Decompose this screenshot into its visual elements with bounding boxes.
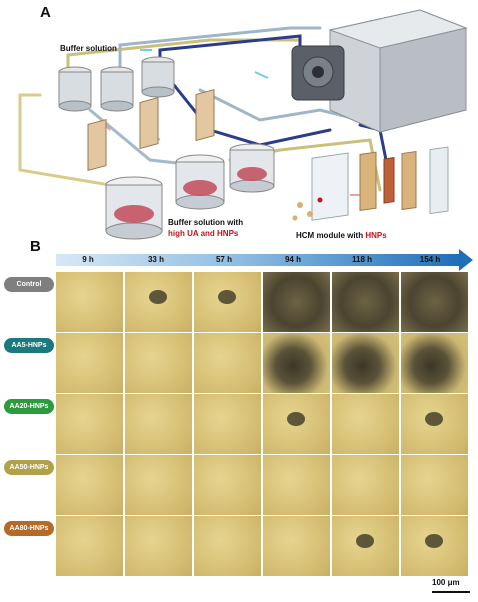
micrograph-tile <box>56 455 123 515</box>
panel-a-letter: A <box>40 4 51 21</box>
flow-module-3 <box>195 89 215 142</box>
scale-bar-label: 100 μm <box>432 578 460 587</box>
row-label-control: Control <box>4 277 54 292</box>
panel-b-letter: B <box>30 238 41 255</box>
micrograph-tile <box>401 394 468 454</box>
micrograph-tile <box>125 333 192 393</box>
scale-bar <box>432 591 470 593</box>
micrograph-tile <box>194 333 261 393</box>
micrograph-tile <box>332 516 399 576</box>
hnp-beaker-3 <box>229 143 275 193</box>
aggregate-blob <box>218 290 236 304</box>
row-label-aa20: AA20-HNPs <box>4 399 54 414</box>
time-axis-arrowhead <box>459 249 473 271</box>
micrograph-tile <box>125 455 192 515</box>
micrograph-tile <box>194 394 261 454</box>
flow-module-1 <box>87 118 107 172</box>
micrograph-tile <box>401 333 468 393</box>
micrograph-tile <box>263 333 330 393</box>
time-label-33h: 33 h <box>147 255 164 264</box>
time-label-9h: 9 h <box>82 255 94 264</box>
tube-navy-mid <box>168 78 332 147</box>
micrograph-tile <box>263 394 330 454</box>
micrograph-tile <box>125 394 192 454</box>
aggregate-blob <box>149 290 167 304</box>
micrograph-tile <box>56 394 123 454</box>
micrograph-tile <box>401 272 468 332</box>
aggregate-blob <box>356 534 374 548</box>
buffer-beaker-3 <box>141 56 175 98</box>
buffer-beaker-2 <box>100 66 134 112</box>
micrograph-tile <box>332 394 399 454</box>
flow-module-2 <box>139 97 159 150</box>
micrograph-tile <box>194 272 261 332</box>
time-axis-bar <box>56 254 460 266</box>
micrograph-tile <box>332 333 399 393</box>
label-hcm-module: HCM module with HNPs <box>296 231 387 240</box>
row-label-aa5: AA5-HNPs <box>4 338 54 353</box>
buffer-beaker-1 <box>58 66 92 112</box>
hcm-module <box>292 146 449 221</box>
peristaltic-pump <box>291 9 468 133</box>
label-buffer-solution-with: Buffer solution with <box>168 218 244 227</box>
micrograph-tile <box>401 455 468 515</box>
micrograph-tile <box>401 516 468 576</box>
setup-schematic <box>18 9 468 240</box>
micrograph-tile <box>263 455 330 515</box>
micrograph-tile <box>194 516 261 576</box>
aggregate-blob <box>287 412 305 426</box>
micrograph-tile <box>263 516 330 576</box>
micrograph-tile <box>332 272 399 332</box>
micrograph-tile <box>125 516 192 576</box>
tube-gray-top <box>118 26 322 70</box>
micrograph-tile <box>194 455 261 515</box>
row-label-aa80: AA80-HNPs <box>4 521 54 536</box>
row-label-aa50: AA50-HNPs <box>4 460 54 475</box>
tube-beige-left <box>18 93 112 187</box>
micrograph-tile <box>125 272 192 332</box>
micrograph-tile <box>56 333 123 393</box>
hnp-beaker-1 <box>105 176 163 240</box>
time-label-57h: 57 h <box>215 255 232 264</box>
hnp-beaker-2 <box>175 154 225 210</box>
micrograph-tile <box>332 455 399 515</box>
time-label-118h: 118 h <box>351 255 372 264</box>
label-hnps-red: HNPs <box>365 231 387 240</box>
micrograph-tile <box>56 272 123 332</box>
micrograph-tile <box>263 272 330 332</box>
label-hcm-module-text: HCM module with <box>296 231 364 240</box>
label-buffer-solution: Buffer solution <box>60 44 117 53</box>
time-label-154h: 154 h <box>419 255 441 264</box>
aggregate-blob <box>425 534 443 548</box>
label-high-ua-hnps: high UA and HNPs <box>168 229 239 238</box>
tube-gray-right <box>198 88 362 122</box>
micrograph-tile <box>56 516 123 576</box>
time-label-94h: 94 h <box>284 255 301 264</box>
aggregate-blob <box>425 412 443 426</box>
flow-arrow-cyan <box>254 71 269 79</box>
